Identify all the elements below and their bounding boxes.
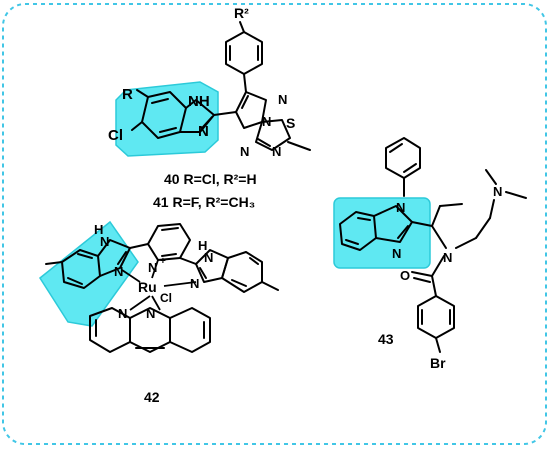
atom-N-right-NH: N <box>204 250 213 265</box>
atom-Br: Br <box>430 355 446 371</box>
atom-Ru: Ru <box>138 279 157 295</box>
atom-H-left: H <box>94 222 103 237</box>
atom-R: R <box>122 86 133 103</box>
caption-41: 41 R=F, R²=CH₃ <box>153 194 255 210</box>
atom-N-left-NH: N <box>100 234 109 249</box>
right-benzene-ring <box>221 251 263 293</box>
atom-N-dimethyl: N <box>493 184 502 199</box>
atom-N-left-coord: N <box>114 264 123 279</box>
caption-42: 42 <box>144 389 160 405</box>
phen-right-ring <box>169 307 211 353</box>
atom-N-right-coord: N <box>190 276 199 291</box>
dashed-frame <box>2 3 547 445</box>
atom-S: S <box>286 115 295 131</box>
atom-Cl-ru: Cl <box>160 291 172 305</box>
atom-H-right: H <box>198 238 207 253</box>
benzyl-ring <box>385 137 421 179</box>
highlight-benzimidazole-ru <box>39 220 139 327</box>
atom-N-bridge: N <box>262 114 271 129</box>
atom-N-left: N <box>240 144 249 159</box>
atom-O: O <box>400 268 410 283</box>
caption-40: 40 R=Cl, R²=H <box>164 171 257 187</box>
compound-42-structure: H N N N + H N N Ru Cl N N <box>39 220 279 353</box>
atom-N-lower: N <box>272 144 281 159</box>
compound-43-structure: N N N N O Br <box>333 137 527 371</box>
atom-N-imid: N <box>198 123 209 140</box>
bromophenyl-ring <box>417 295 455 339</box>
atom-N-top: N <box>278 92 287 107</box>
atom-N-phen-left: N <box>118 306 127 321</box>
atom-Cl: Cl <box>108 127 123 144</box>
highlight-benzimidazole-top <box>115 81 219 157</box>
phenyl-ring <box>225 31 263 75</box>
atom-N-benzyl: N <box>396 200 405 215</box>
atom-NH: NH <box>188 93 210 110</box>
compound-40-41-structure: R² R Cl NH N N N N N S <box>108 5 311 159</box>
atom-N-imid-43: N <box>392 246 401 261</box>
highlight-benzimidazole-43 <box>333 197 431 269</box>
atom-R2: R² <box>234 5 249 21</box>
charge-plus: + <box>160 256 166 267</box>
caption-43: 43 <box>378 331 394 347</box>
atom-N-phen-right: N <box>146 306 155 321</box>
atom-N-pyridine: N <box>148 260 157 275</box>
atom-N-amide: N <box>443 250 452 265</box>
